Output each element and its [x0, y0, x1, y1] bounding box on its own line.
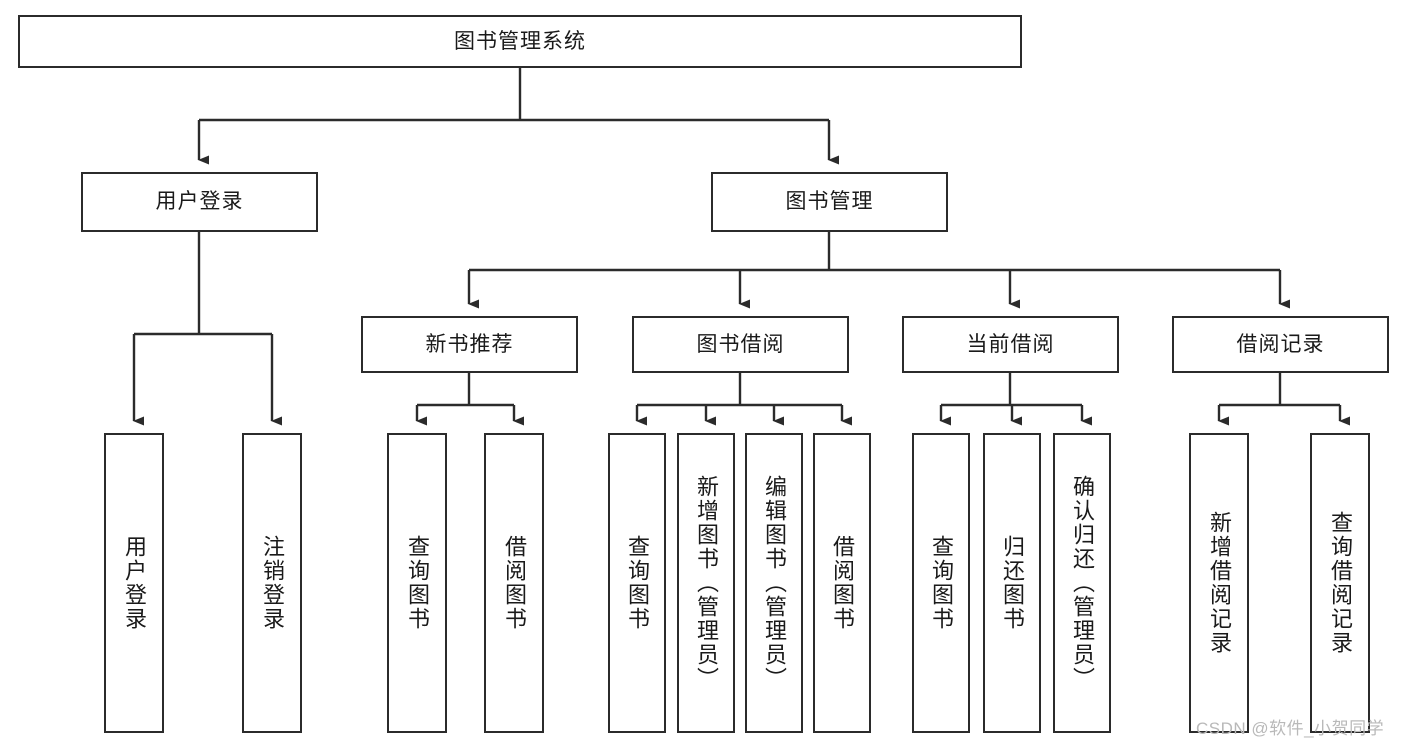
node-leaf-borrow-add-book[interactable]: 新增图书（管理员） [677, 433, 735, 733]
node-leaf-user-logout[interactable]: 注销登录 [242, 433, 302, 733]
node-leaf-borrow-edit-book[interactable]: 编辑图书（管理员） [745, 433, 803, 733]
node-current-borrow-label: 当前借阅 [966, 332, 1055, 356]
node-leaf-user-logout-label: 注销登录 [259, 535, 285, 631]
node-leaf-borrow-borrow-book-label: 借阅图书 [829, 535, 855, 631]
csdn-watermark: CSDN @软件_小贺同学 [1196, 719, 1385, 738]
node-leaf-current-return-book-label: 归还图书 [999, 535, 1025, 631]
node-new-book-recommend[interactable]: 新书推荐 [361, 316, 578, 373]
node-user-login[interactable]: 用户登录 [81, 172, 318, 232]
node-leaf-records-query-record[interactable]: 查询借阅记录 [1310, 433, 1370, 733]
node-book-borrow[interactable]: 图书借阅 [632, 316, 849, 373]
node-borrow-records[interactable]: 借阅记录 [1172, 316, 1389, 373]
node-borrow-records-label: 借阅记录 [1236, 332, 1325, 356]
node-book-management[interactable]: 图书管理 [711, 172, 948, 232]
node-leaf-records-add-record-label: 新增借阅记录 [1206, 511, 1232, 655]
node-leaf-current-confirm-return-label: 确认归还（管理员） [1069, 475, 1095, 691]
node-leaf-recommend-query-book-label: 查询图书 [404, 535, 430, 631]
node-leaf-current-query-book[interactable]: 查询图书 [912, 433, 970, 733]
node-new-book-recommend-label: 新书推荐 [425, 332, 514, 356]
node-root-label: 图书管理系统 [454, 29, 586, 53]
node-leaf-records-query-record-label: 查询借阅记录 [1327, 511, 1353, 655]
node-leaf-borrow-edit-book-label: 编辑图书（管理员） [761, 475, 787, 691]
node-leaf-recommend-borrow-book[interactable]: 借阅图书 [484, 433, 544, 733]
node-leaf-recommend-query-book[interactable]: 查询图书 [387, 433, 447, 733]
node-current-borrow[interactable]: 当前借阅 [902, 316, 1119, 373]
node-book-management-label: 图书管理 [785, 190, 874, 214]
node-user-login-label: 用户登录 [155, 190, 244, 214]
node-root[interactable]: 图书管理系统 [18, 15, 1022, 68]
node-book-borrow-label: 图书借阅 [696, 332, 785, 356]
node-leaf-borrow-query-book[interactable]: 查询图书 [608, 433, 666, 733]
node-leaf-user-login-label: 用户登录 [121, 535, 147, 631]
node-leaf-user-login[interactable]: 用户登录 [104, 433, 164, 733]
node-leaf-current-confirm-return[interactable]: 确认归还（管理员） [1053, 433, 1111, 733]
node-leaf-borrow-borrow-book[interactable]: 借阅图书 [813, 433, 871, 733]
node-leaf-current-query-book-label: 查询图书 [928, 535, 954, 631]
node-leaf-borrow-add-book-label: 新增图书（管理员） [693, 475, 719, 691]
node-leaf-borrow-query-book-label: 查询图书 [624, 535, 650, 631]
node-leaf-records-add-record[interactable]: 新增借阅记录 [1189, 433, 1249, 733]
node-leaf-current-return-book[interactable]: 归还图书 [983, 433, 1041, 733]
node-leaf-recommend-borrow-book-label: 借阅图书 [501, 535, 527, 631]
